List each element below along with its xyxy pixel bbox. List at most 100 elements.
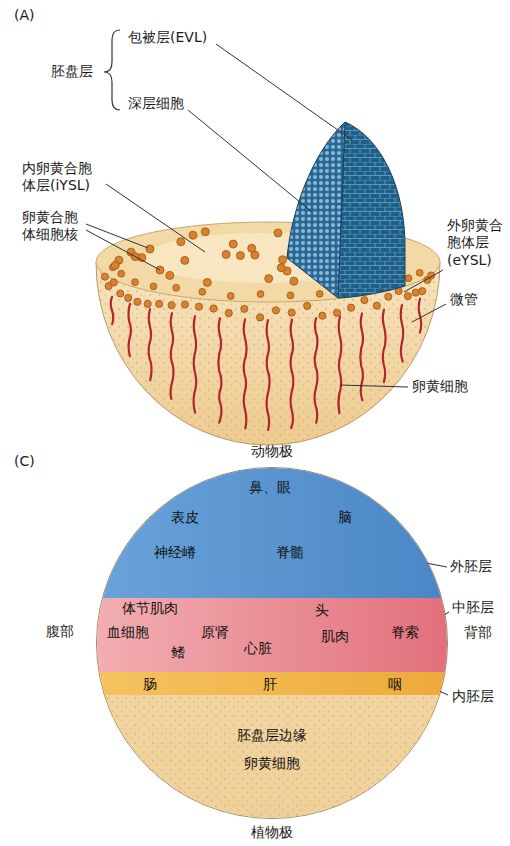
nucleus [405, 275, 412, 282]
nucleus [290, 277, 298, 285]
nucleus [134, 298, 141, 305]
nucleus [279, 256, 287, 264]
nucleus [361, 297, 368, 304]
label: 动物极 [251, 443, 293, 461]
label: 内卵黄合胞体层(iYSL) [22, 160, 102, 195]
nucleus [132, 279, 139, 286]
nucleus [166, 271, 174, 279]
microtubule [401, 305, 403, 362]
nucleus [146, 245, 154, 253]
nucleus [288, 309, 295, 316]
node-text: 表皮 [171, 509, 199, 526]
nucleus [203, 278, 211, 286]
nucleus [257, 314, 264, 321]
nucleus [348, 304, 355, 311]
label: (C) [14, 453, 35, 471]
microtubule [338, 316, 341, 413]
nucleus [195, 303, 202, 310]
nucleus [333, 309, 340, 316]
node-text: 鼻、眼 [249, 479, 291, 496]
leader-lines [86, 44, 446, 387]
microtubule [129, 304, 131, 356]
nucleus [287, 292, 294, 299]
node-text: 肠 [143, 676, 157, 693]
endoderm-band: 肠肝咽 [97, 672, 447, 695]
band-fill [97, 672, 447, 695]
microtubule [419, 299, 421, 333]
node-text: 咽 [388, 676, 402, 693]
ectoderm-band: 鼻、眼表皮 脑神经嵴 脊髓 [97, 468, 447, 598]
nucleus [144, 300, 151, 307]
label: 包被层(EVL) [128, 29, 207, 47]
nucleus [272, 307, 279, 314]
node-text: 脑 [338, 509, 352, 526]
label: 微管 [450, 291, 478, 309]
yolk-texture [97, 695, 447, 818]
node-text: 神经嵴 [154, 544, 196, 561]
nucleus [222, 250, 230, 258]
nucleus [117, 290, 124, 297]
band-fill [97, 598, 447, 672]
node-text: 肌肉 [321, 628, 349, 645]
band-fill [97, 695, 447, 818]
node-text: 鳍 [171, 644, 185, 661]
embryo-outline [97, 468, 448, 819]
node-text: 卵黄细胞 [244, 755, 300, 772]
mesoderm-band: 体节肌肉头血细胞原肾肌肉脊索鳍心脏 [97, 598, 447, 672]
label: 内胚层 [452, 688, 494, 706]
microtubule [267, 320, 270, 430]
node-text: 原肾 [201, 624, 229, 641]
nucleus [173, 284, 180, 291]
node-text: 心脏 [244, 640, 272, 657]
nucleus [274, 229, 282, 237]
yolk-region: 胚盘层边缘卵黄细胞 [97, 695, 447, 818]
nucleus [125, 294, 132, 301]
label: 外卵黄合胞体层(eYSL) [447, 217, 505, 270]
label: (A) [14, 7, 35, 25]
microtubule [218, 318, 221, 422]
nucleus [316, 291, 323, 298]
label: 深层细胞 [128, 95, 184, 113]
evl-surface [338, 122, 405, 298]
nucleus [412, 289, 419, 296]
microtubule [244, 320, 247, 429]
nucleus [416, 269, 423, 276]
node-text: 肝 [263, 676, 277, 693]
label: 卵黄细胞 [412, 378, 468, 396]
nucleus [189, 231, 197, 239]
nucleus [181, 301, 188, 308]
nucleus [156, 300, 163, 307]
microtubule [315, 318, 318, 422]
nucleus [385, 293, 392, 300]
microtubule [360, 314, 363, 401]
nucleus [201, 228, 209, 236]
nucleus [225, 310, 232, 317]
microtubule [291, 320, 294, 429]
microtubule [171, 313, 174, 399]
node-text: 脊索 [391, 624, 419, 641]
nucleus [111, 261, 119, 269]
microtubule [194, 316, 197, 413]
band-fill [97, 468, 447, 598]
brace [104, 30, 120, 110]
nucleus [199, 288, 206, 295]
nucleus [277, 264, 285, 272]
nucleus [404, 293, 411, 300]
nucleus [110, 279, 117, 286]
nucleus [229, 240, 237, 248]
ysl-nuclei [111, 228, 298, 287]
label: 背部 [464, 624, 492, 642]
nucleus [241, 305, 248, 312]
nucleus [150, 283, 157, 290]
label: 胚盘层 [51, 63, 93, 81]
label: 植物极 [251, 824, 293, 842]
nucleus [168, 302, 175, 309]
nucleus [177, 238, 185, 246]
node-text: 脊髓 [276, 544, 304, 561]
nucleus [304, 302, 311, 309]
nucleus [236, 252, 244, 260]
node-text: 头 [315, 602, 329, 619]
microtubule [149, 309, 152, 380]
nucleus [248, 244, 256, 252]
